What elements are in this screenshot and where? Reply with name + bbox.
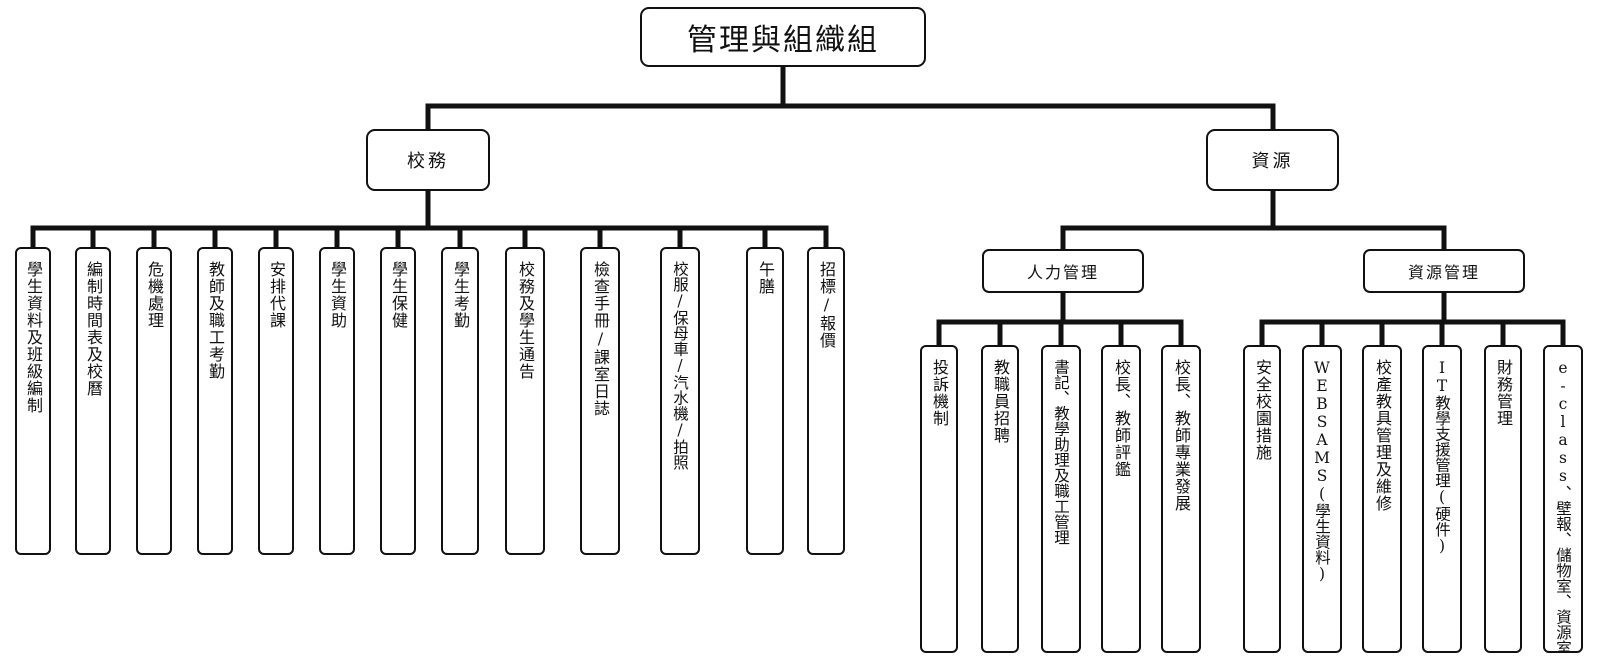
school-affairs-item-label: 招標/報價 xyxy=(817,261,836,349)
school-affairs-item-label: 學生資助 xyxy=(328,261,347,329)
school-affairs-item-label: 學生保健 xyxy=(389,261,408,329)
resource-management-node: 資源管理 xyxy=(1363,249,1525,293)
school-affairs-item: 學生資料及班級編制 xyxy=(15,247,51,555)
school-affairs-item-label: 危機處理 xyxy=(145,261,164,329)
school-affairs-item-label: 安排代課 xyxy=(267,261,286,329)
school-affairs-item: 危機處理 xyxy=(136,247,172,555)
hr-item: 教職員招聘 xyxy=(981,345,1019,653)
school-affairs-item: 檢查手冊/課室日誌 xyxy=(580,247,620,555)
school-affairs-item-label: 學生考勤 xyxy=(451,261,470,329)
school-affairs-node: 校務 xyxy=(366,129,490,191)
school-affairs-item-label: 檢查手冊/課室日誌 xyxy=(591,261,610,417)
resource-item: IT教學支援管理(硬件) xyxy=(1422,345,1462,653)
school-affairs-item: 安排代課 xyxy=(258,247,294,555)
hr-item: 投訴機制 xyxy=(920,345,958,653)
resource-item: 安全校園措施 xyxy=(1243,345,1281,653)
resource-item-label: 財務管理 xyxy=(1494,359,1513,427)
hr-item-label: 校長、教師專業發展 xyxy=(1172,359,1191,512)
school-affairs-item-label: 校服/保母車/汽水機/拍照 xyxy=(671,261,689,470)
school-affairs-item: 編制時間表及校曆 xyxy=(75,247,111,555)
school-affairs-item-label: 校務及學生通告 xyxy=(516,261,535,380)
school-affairs-item-label: 午膳 xyxy=(756,261,775,295)
hr-item-label: 書記、教學助理及職工管理 xyxy=(1052,359,1070,545)
school-affairs-item: 學生考勤 xyxy=(441,247,479,555)
resource-item-label: 安全校園措施 xyxy=(1253,359,1272,461)
school-affairs-item: 校服/保母車/汽水機/拍照 xyxy=(660,247,700,555)
hr-management-label: 人力管理 xyxy=(1026,263,1099,282)
school-affairs-item: 教師及職工考勤 xyxy=(197,247,233,555)
resource-item-label: e-class、壁報、儲物室、資源室 xyxy=(1554,359,1572,653)
resource-item-label: WEBSAMS(學生資料) xyxy=(1313,359,1331,583)
root-node: 管理與組織組 xyxy=(640,7,926,67)
resource-item: 財務管理 xyxy=(1484,345,1522,653)
hr-item-label: 投訴機制 xyxy=(930,359,949,427)
hr-item: 校長、教師評鑑 xyxy=(1101,345,1141,653)
school-affairs-label: 校務 xyxy=(407,151,449,172)
school-affairs-item: 午膳 xyxy=(746,247,784,555)
root-node-label: 管理與組織組 xyxy=(687,23,879,58)
hr-item-label: 校長、教師評鑑 xyxy=(1112,359,1131,478)
hr-item-label: 教職員招聘 xyxy=(991,359,1010,444)
resource-item: WEBSAMS(學生資料) xyxy=(1302,345,1342,653)
school-affairs-item: 學生保健 xyxy=(380,247,416,555)
hr-item: 書記、教學助理及職工管理 xyxy=(1041,345,1081,653)
hr-item: 校長、教師專業發展 xyxy=(1161,345,1201,653)
school-affairs-item-label: 教師及職工考勤 xyxy=(206,261,225,380)
resources-label: 資源 xyxy=(1251,151,1294,172)
school-affairs-item-label: 編制時間表及校曆 xyxy=(84,261,103,397)
school-affairs-item: 學生資助 xyxy=(319,247,355,555)
school-affairs-item: 校務及學生通告 xyxy=(505,247,545,555)
resource-item: e-class、壁報、儲物室、資源室 xyxy=(1543,345,1583,653)
resource-item-label: 校產教具管理及維修 xyxy=(1373,359,1392,512)
resources-node: 資源 xyxy=(1206,129,1339,191)
resource-item: 校產教具管理及維修 xyxy=(1362,345,1402,653)
school-affairs-item-label: 學生資料及班級編制 xyxy=(24,261,43,414)
resource-management-label: 資源管理 xyxy=(1407,263,1480,282)
school-affairs-item: 招標/報價 xyxy=(807,247,845,555)
resource-item-label: IT教學支援管理(硬件) xyxy=(1433,359,1451,555)
hr-management-node: 人力管理 xyxy=(982,249,1144,293)
